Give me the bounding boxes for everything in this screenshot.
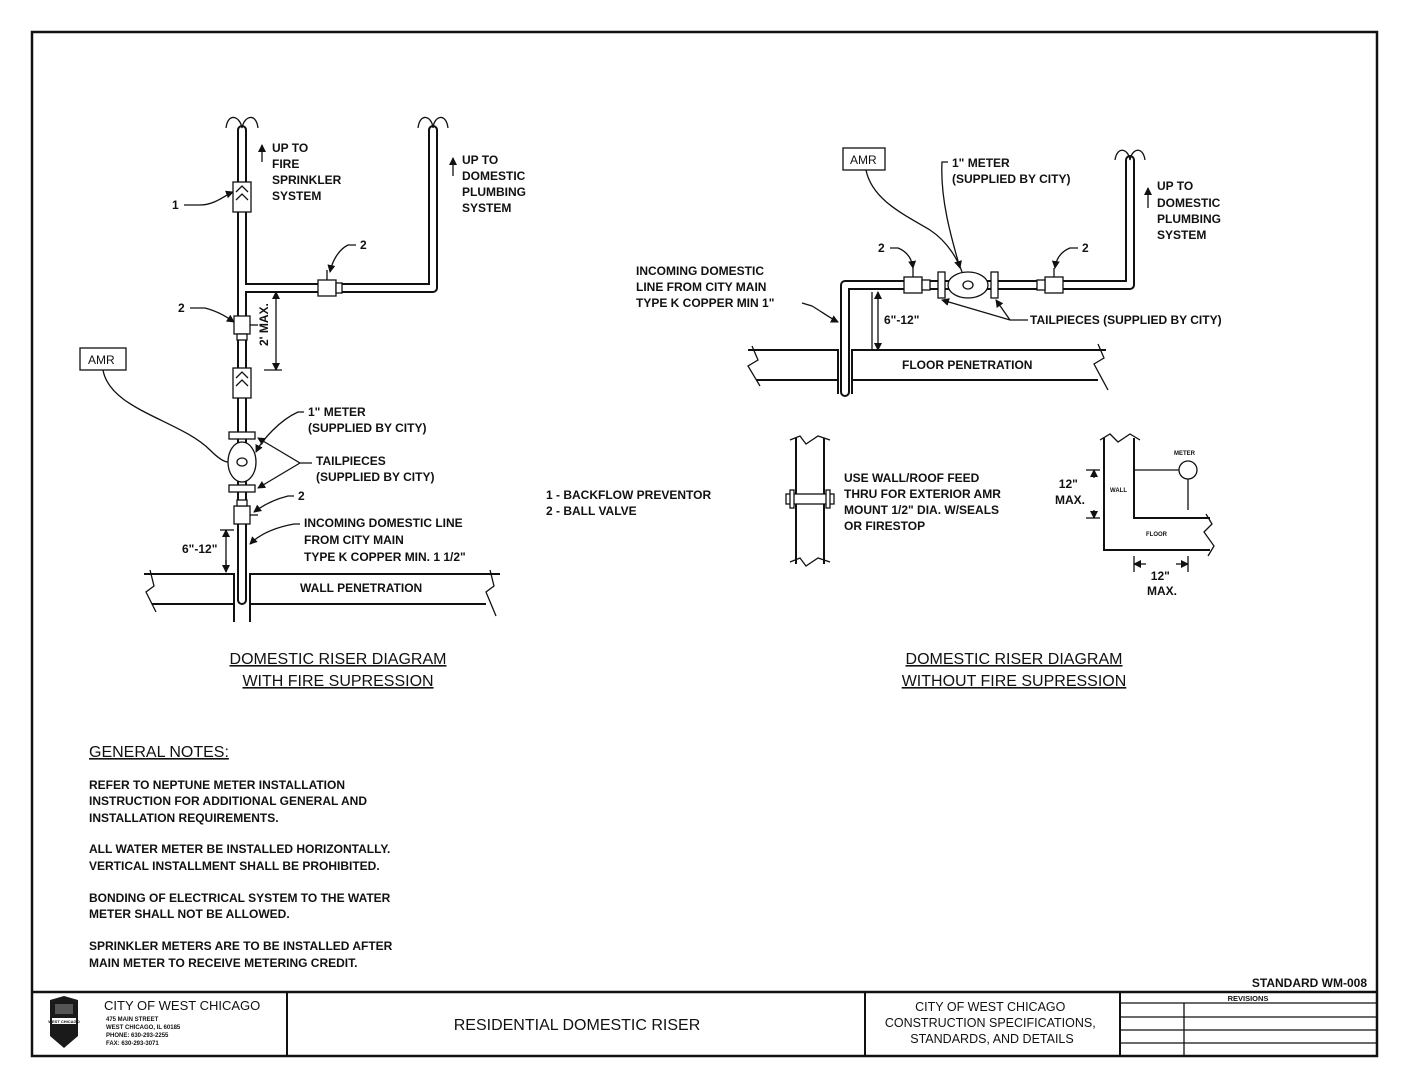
ball-valve-bottom bbox=[233, 499, 258, 525]
meter-location-detail: METER WALL FLOOR 12" MAX. 12" MAX. bbox=[1055, 433, 1215, 598]
title-left-line1: DOMESTIC RISER DIAGRAM bbox=[230, 651, 447, 668]
title-right-line1: DOMESTIC RISER DIAGRAM bbox=[906, 651, 1123, 668]
svg-text:6"-12": 6"-12" bbox=[884, 313, 919, 327]
svg-text:METER: METER bbox=[1174, 451, 1196, 457]
org-address: 475 MAIN STREET WEST CHICAGO, IL 60185 P… bbox=[106, 1017, 182, 1047]
city-seal-logo: WEST CHICAGO bbox=[48, 996, 80, 1048]
amr-label-right: AMR bbox=[850, 153, 877, 167]
general-notes: GENERAL NOTES: REFER TO NEPTUNE METER IN… bbox=[89, 744, 396, 970]
drawing-title: RESIDENTIAL DOMESTIC RISER bbox=[454, 1017, 701, 1034]
backflow-preventor-lower bbox=[232, 367, 252, 399]
callout-2-right-b: 2 bbox=[1082, 241, 1089, 255]
legend: 1 - BACKFLOW PREVENTOR 2 - BALL VALVE bbox=[546, 488, 714, 518]
label-incoming-right: INCOMING DOMESTIC LINE FROM CITY MAIN TY… bbox=[636, 264, 774, 310]
spec-title: CITY OF WEST CHICAGO CONSTRUCTION SPECIF… bbox=[885, 1000, 1099, 1046]
general-note-3: BONDING OF ELECTRICAL SYSTEM TO THE WATE… bbox=[89, 891, 394, 921]
dimension-6-12-left: 6"-12" bbox=[182, 529, 234, 573]
general-note-2: ALL WATER METER BE INSTALLED HORIZONTALL… bbox=[89, 842, 394, 873]
general-note-4: SPRINKLER METERS ARE TO BE INSTALLED AFT… bbox=[89, 939, 396, 970]
svg-text:WEST CHICAGO: WEST CHICAGO bbox=[48, 1019, 80, 1024]
label-up-domestic-right: UP TO DOMESTIC PLUMBING SYSTEM bbox=[1157, 179, 1224, 242]
svg-text:FLOOR: FLOOR bbox=[1146, 532, 1168, 538]
amr-label-left: AMR bbox=[88, 353, 115, 367]
label-tailpieces-left: TAILPIECES (SUPPLIED BY CITY) bbox=[316, 454, 434, 484]
callout-2-branch: 2 bbox=[360, 238, 367, 252]
standard-number: STANDARD WM-008 bbox=[1252, 976, 1367, 990]
title-left-line2: WITH FIRE SUPRESSION bbox=[242, 673, 433, 690]
ball-valve-vertical bbox=[233, 315, 258, 341]
callout-1: 1 bbox=[172, 198, 179, 212]
title-block: WEST CHICAGO CITY OF WEST CHICAGO 475 MA… bbox=[32, 990, 1377, 1056]
label-tailpieces-right: TAILPIECES (SUPPLIED BY CITY) bbox=[1030, 313, 1222, 327]
ball-valve-right-b bbox=[1036, 268, 1064, 294]
floor-penetration: FLOOR PENETRATION bbox=[747, 343, 1109, 394]
svg-text:WALL: WALL bbox=[1110, 488, 1127, 494]
label-meter-right: 1" METER (SUPPLIED BY CITY) bbox=[952, 156, 1070, 186]
callout-2-bottom: 2 bbox=[298, 489, 305, 503]
right-riser-diagram: AMR 1" METER (SUPPLIED BY CITY) 2 2 UP T… bbox=[636, 147, 1224, 690]
ball-valve-branch bbox=[317, 270, 343, 297]
general-note-1: REFER TO NEPTUNE METER INSTALLATION INST… bbox=[89, 778, 370, 825]
org-name: CITY OF WEST CHICAGO bbox=[104, 998, 260, 1013]
revisions-header: REVISIONS bbox=[1228, 994, 1269, 1003]
svg-text:FLOOR PENETRATION: FLOOR PENETRATION bbox=[902, 358, 1032, 372]
svg-text:12" MAX.: 12" MAX. bbox=[1147, 569, 1177, 598]
label-meter-left: 1" METER (SUPPLIED BY CITY) bbox=[308, 405, 426, 435]
wall-penetration: WALL PENETRATION bbox=[144, 569, 500, 622]
title-right-line2: WITHOUT FIRE SUPRESSION bbox=[902, 673, 1127, 690]
label-up-domestic: UP TO DOMESTIC PLUMBING SYSTEM bbox=[462, 153, 529, 215]
ball-valve-right-a bbox=[903, 268, 931, 294]
svg-text:6"-12": 6"-12" bbox=[182, 542, 217, 556]
callout-2-right-a: 2 bbox=[878, 241, 885, 255]
amr-box-right bbox=[842, 147, 886, 171]
svg-text:12" MAX.: 12" MAX. bbox=[1055, 477, 1085, 507]
dimension-2ft-max: 2' MAX. bbox=[257, 291, 282, 371]
label-up-fire: UP TO FIRE SPRINKLER SYSTEM bbox=[272, 141, 345, 203]
wall-feed-note: USE WALL/ROOF FEED THRU FOR EXTERIOR AMR… bbox=[844, 471, 1004, 533]
water-meter-right bbox=[937, 271, 999, 299]
label-incoming-left: INCOMING DOMESTIC LINE FROM CITY MAIN TY… bbox=[304, 516, 466, 564]
svg-text:2' MAX.: 2' MAX. bbox=[257, 303, 271, 346]
dimension-6-12-right: 6"-12" bbox=[871, 291, 919, 351]
sheet-border bbox=[30, 30, 1379, 1058]
backflow-preventor-upper bbox=[232, 181, 252, 213]
callout-2-vertical: 2 bbox=[178, 301, 185, 315]
wall-feed-detail: USE WALL/ROOF FEED THRU FOR EXTERIOR AMR… bbox=[785, 435, 1004, 567]
general-notes-heading: GENERAL NOTES: bbox=[89, 744, 229, 761]
left-riser-diagram: UP TO FIRE SPRINKLER SYSTEM UP TO DOMEST… bbox=[79, 116, 529, 690]
svg-text:WALL PENETRATION: WALL PENETRATION bbox=[300, 581, 422, 595]
